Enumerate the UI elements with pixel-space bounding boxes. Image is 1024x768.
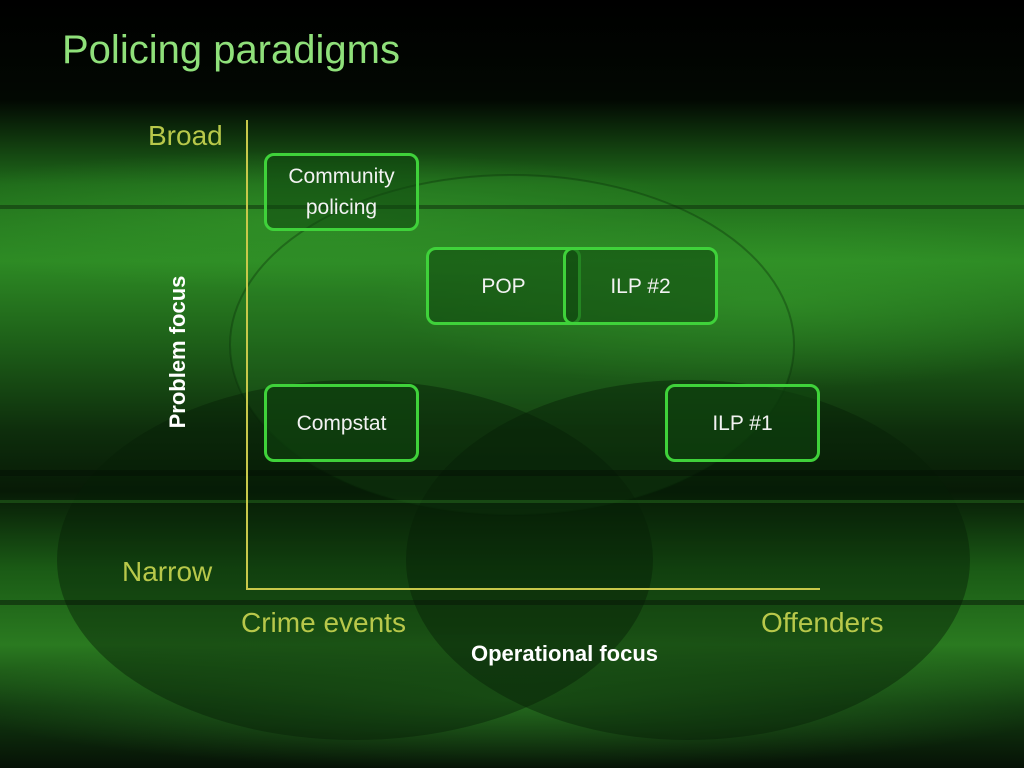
ilp-1-box: ILP #1 — [665, 384, 820, 462]
ilp-2-box: ILP #2 — [563, 247, 718, 325]
y-axis-top-label: Broad — [148, 120, 223, 151]
y-axis-title: Problem focus — [165, 275, 190, 429]
x-axis-left-label: Crime events — [241, 607, 406, 638]
pop-box: POP — [426, 247, 581, 325]
x-axis-line — [246, 588, 820, 590]
community-policing-box: Community policing — [264, 153, 419, 231]
slide-title: Policing paradigms — [62, 28, 400, 72]
y-axis-bottom-label: Narrow — [122, 556, 213, 587]
y-axis-line — [246, 120, 248, 590]
x-axis-title: Operational focus — [471, 641, 659, 666]
x-axis-right-label: Offenders — [761, 607, 884, 638]
compstat-box: Compstat — [264, 384, 419, 462]
